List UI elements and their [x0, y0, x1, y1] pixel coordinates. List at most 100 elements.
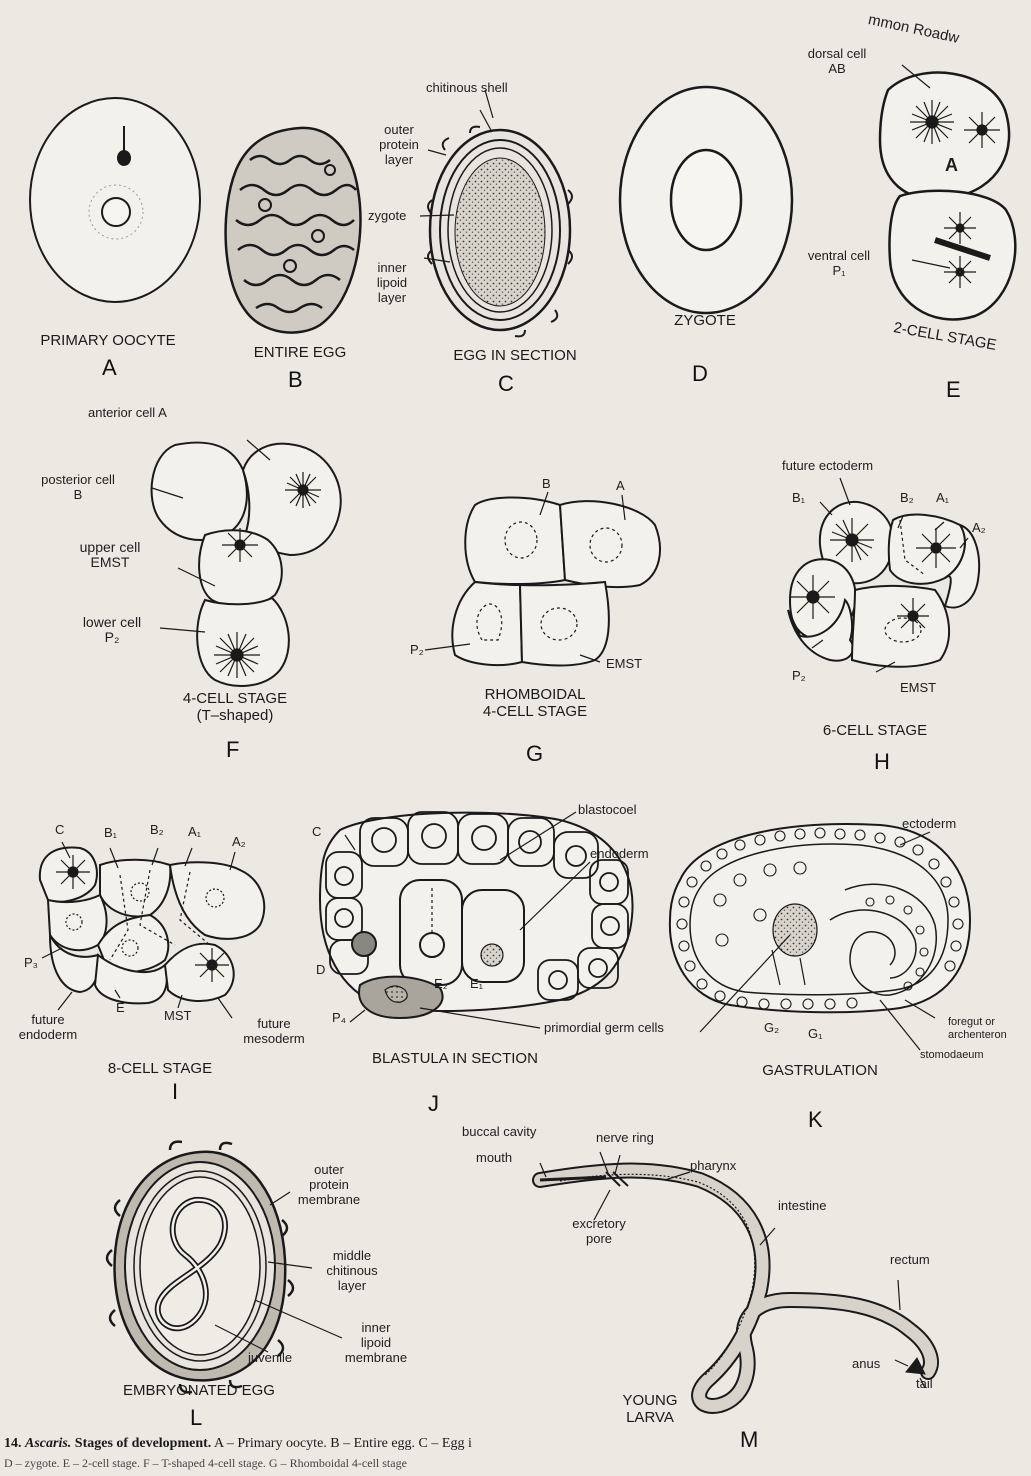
label-j-c: C: [312, 824, 321, 839]
caption-genus: Ascaris.: [25, 1436, 71, 1451]
label-anterior-cell: anterior cell A: [88, 405, 167, 420]
label-inner-lipoid-layer: inner lipoid layer: [362, 260, 422, 305]
figure-caption: 14. Ascaris. Stages of development. A – …: [0, 1434, 1031, 1476]
letter-d: D: [692, 362, 708, 386]
eight-cell-drawing: [40, 842, 264, 1018]
letter-k: K: [808, 1108, 823, 1132]
label-nerve-ring: nerve ring: [596, 1130, 654, 1145]
aster-e-1: [910, 100, 954, 144]
label-h-p2: P₂: [792, 668, 806, 683]
label-tail: tail: [916, 1376, 933, 1391]
letter-g: G: [526, 742, 543, 766]
caption-h: 6-CELL STAGE: [790, 722, 960, 739]
label-mouth: mouth: [476, 1150, 512, 1165]
label-i-b2: B₂: [150, 822, 164, 837]
label-i-a2: A₂: [232, 834, 246, 849]
caption-f: 4-CELL STAGE (T–shaped): [150, 690, 320, 724]
label-j-d: D: [316, 962, 325, 977]
label-k-g2: G₂: [764, 1020, 779, 1035]
label-k-g1: G₁: [808, 1026, 823, 1041]
label-h-b2: B₂: [900, 490, 914, 505]
six-cell-drawing: [788, 478, 979, 672]
label-intestine: intestine: [778, 1198, 826, 1213]
rhomboidal-four-cell-drawing: [425, 492, 660, 666]
label-chitinous-shell: chitinous shell: [426, 80, 508, 95]
caption-m: YOUNG LARVA: [600, 1392, 700, 1426]
caption-line1: A – Primary oocyte. B – Entire egg. C – …: [214, 1436, 472, 1451]
label-future-mesoderm: future mesoderm: [232, 1016, 316, 1046]
label-ectoderm: ectoderm: [902, 816, 956, 831]
label-g-emst: EMST: [606, 656, 642, 671]
label-outer-protein-membrane: outer protein membrane: [284, 1162, 374, 1207]
label-i-a1: A₁: [188, 824, 201, 839]
primary-oocyte-drawing: [30, 98, 200, 302]
letter-h: H: [874, 750, 890, 774]
caption-number: 14.: [4, 1436, 22, 1451]
egg-section-drawing: [420, 110, 572, 336]
two-cell-drawing: [880, 65, 1015, 319]
letter-l: L: [190, 1406, 202, 1430]
label-pharynx: pharynx: [690, 1158, 736, 1173]
label-j-e1: E₁: [470, 976, 483, 991]
label-dorsal-cell: dorsal cell AB: [792, 46, 882, 76]
label-foregut: foregut or archenteron: [948, 1016, 1028, 1042]
label-e-mark: A: [945, 158, 958, 173]
label-g-a: A: [616, 478, 625, 493]
label-i-mst: MST: [164, 1008, 191, 1023]
label-lower-cell: lower cell P₂: [62, 615, 162, 645]
letter-e: E: [946, 378, 961, 402]
four-cell-t-drawing: [152, 440, 341, 686]
label-i-p3: P₃: [24, 955, 38, 970]
label-h-a2: A₂: [972, 520, 986, 535]
letter-b: B: [288, 368, 303, 392]
caption-l: EMBRYONATED EGG: [94, 1382, 304, 1399]
label-i-e: E: [116, 1000, 125, 1015]
label-posterior-cell: posterior cell B: [18, 472, 138, 502]
caption-a: PRIMARY OOCYTE: [8, 332, 208, 349]
label-rectum: rectum: [890, 1252, 930, 1267]
letter-j: J: [428, 1092, 439, 1116]
label-upper-cell: upper cell EMST: [55, 540, 165, 570]
label-i-c: C: [55, 822, 64, 837]
caption-b: ENTIRE EGG: [230, 344, 370, 361]
label-buccal-cavity: buccal cavity: [462, 1124, 536, 1139]
label-future-endoderm: future endoderm: [8, 1012, 88, 1042]
label-primordial-germ-cells: primordial germ cells: [544, 1020, 664, 1035]
caption-i: 8-CELL STAGE: [80, 1060, 240, 1077]
blastula-drawing: [320, 812, 632, 1028]
label-g-b: B: [542, 476, 551, 491]
label-future-ectoderm: future ectoderm: [782, 458, 873, 473]
caption-g: RHOMBOIDAL 4-CELL STAGE: [450, 686, 620, 720]
caption-title: Stages of development.: [75, 1436, 212, 1451]
label-ventral-cell: ventral cell P₁: [784, 248, 894, 278]
letter-c: C: [498, 372, 514, 396]
label-endoderm: endoderm: [590, 846, 649, 861]
label-outer-protein-layer: outer protein layer: [364, 122, 434, 167]
label-j-p4: P₄: [332, 1010, 346, 1025]
label-g-p2: P₂: [410, 642, 424, 657]
label-i-b1: B₁: [104, 825, 117, 840]
label-h-b1: B₁: [792, 490, 805, 505]
letter-f: F: [226, 738, 239, 762]
zygote-drawing: [620, 87, 792, 313]
label-inner-lipoid-membrane: inner lipoid membrane: [326, 1320, 426, 1365]
caption-d: ZYGOTE: [640, 312, 770, 329]
entire-egg-drawing: [226, 128, 361, 333]
letter-a: A: [102, 356, 117, 380]
gastrulation-drawing: [670, 824, 970, 1050]
letter-i: I: [172, 1080, 178, 1104]
label-excretory-pore: excretory pore: [556, 1216, 642, 1246]
label-juvenile: juvenile: [248, 1350, 292, 1365]
label-zygote: zygote: [368, 208, 406, 223]
aster-e-2: [964, 112, 1000, 148]
label-blastocoel: blastocoel: [578, 802, 637, 817]
label-anus: anus: [852, 1356, 880, 1371]
caption-line2: D – zygote. E – 2-cell stage. F – T-shap…: [4, 1456, 407, 1471]
label-stomodaeum: stomodaeum: [920, 1048, 984, 1063]
label-middle-chitinous-layer: middle chitinous layer: [312, 1248, 392, 1293]
label-h-a1: A₁: [936, 490, 949, 505]
caption-j: BLASTULA IN SECTION: [340, 1050, 570, 1067]
label-h-emst: EMST: [900, 680, 936, 695]
label-j-e2: E₂: [434, 976, 448, 991]
